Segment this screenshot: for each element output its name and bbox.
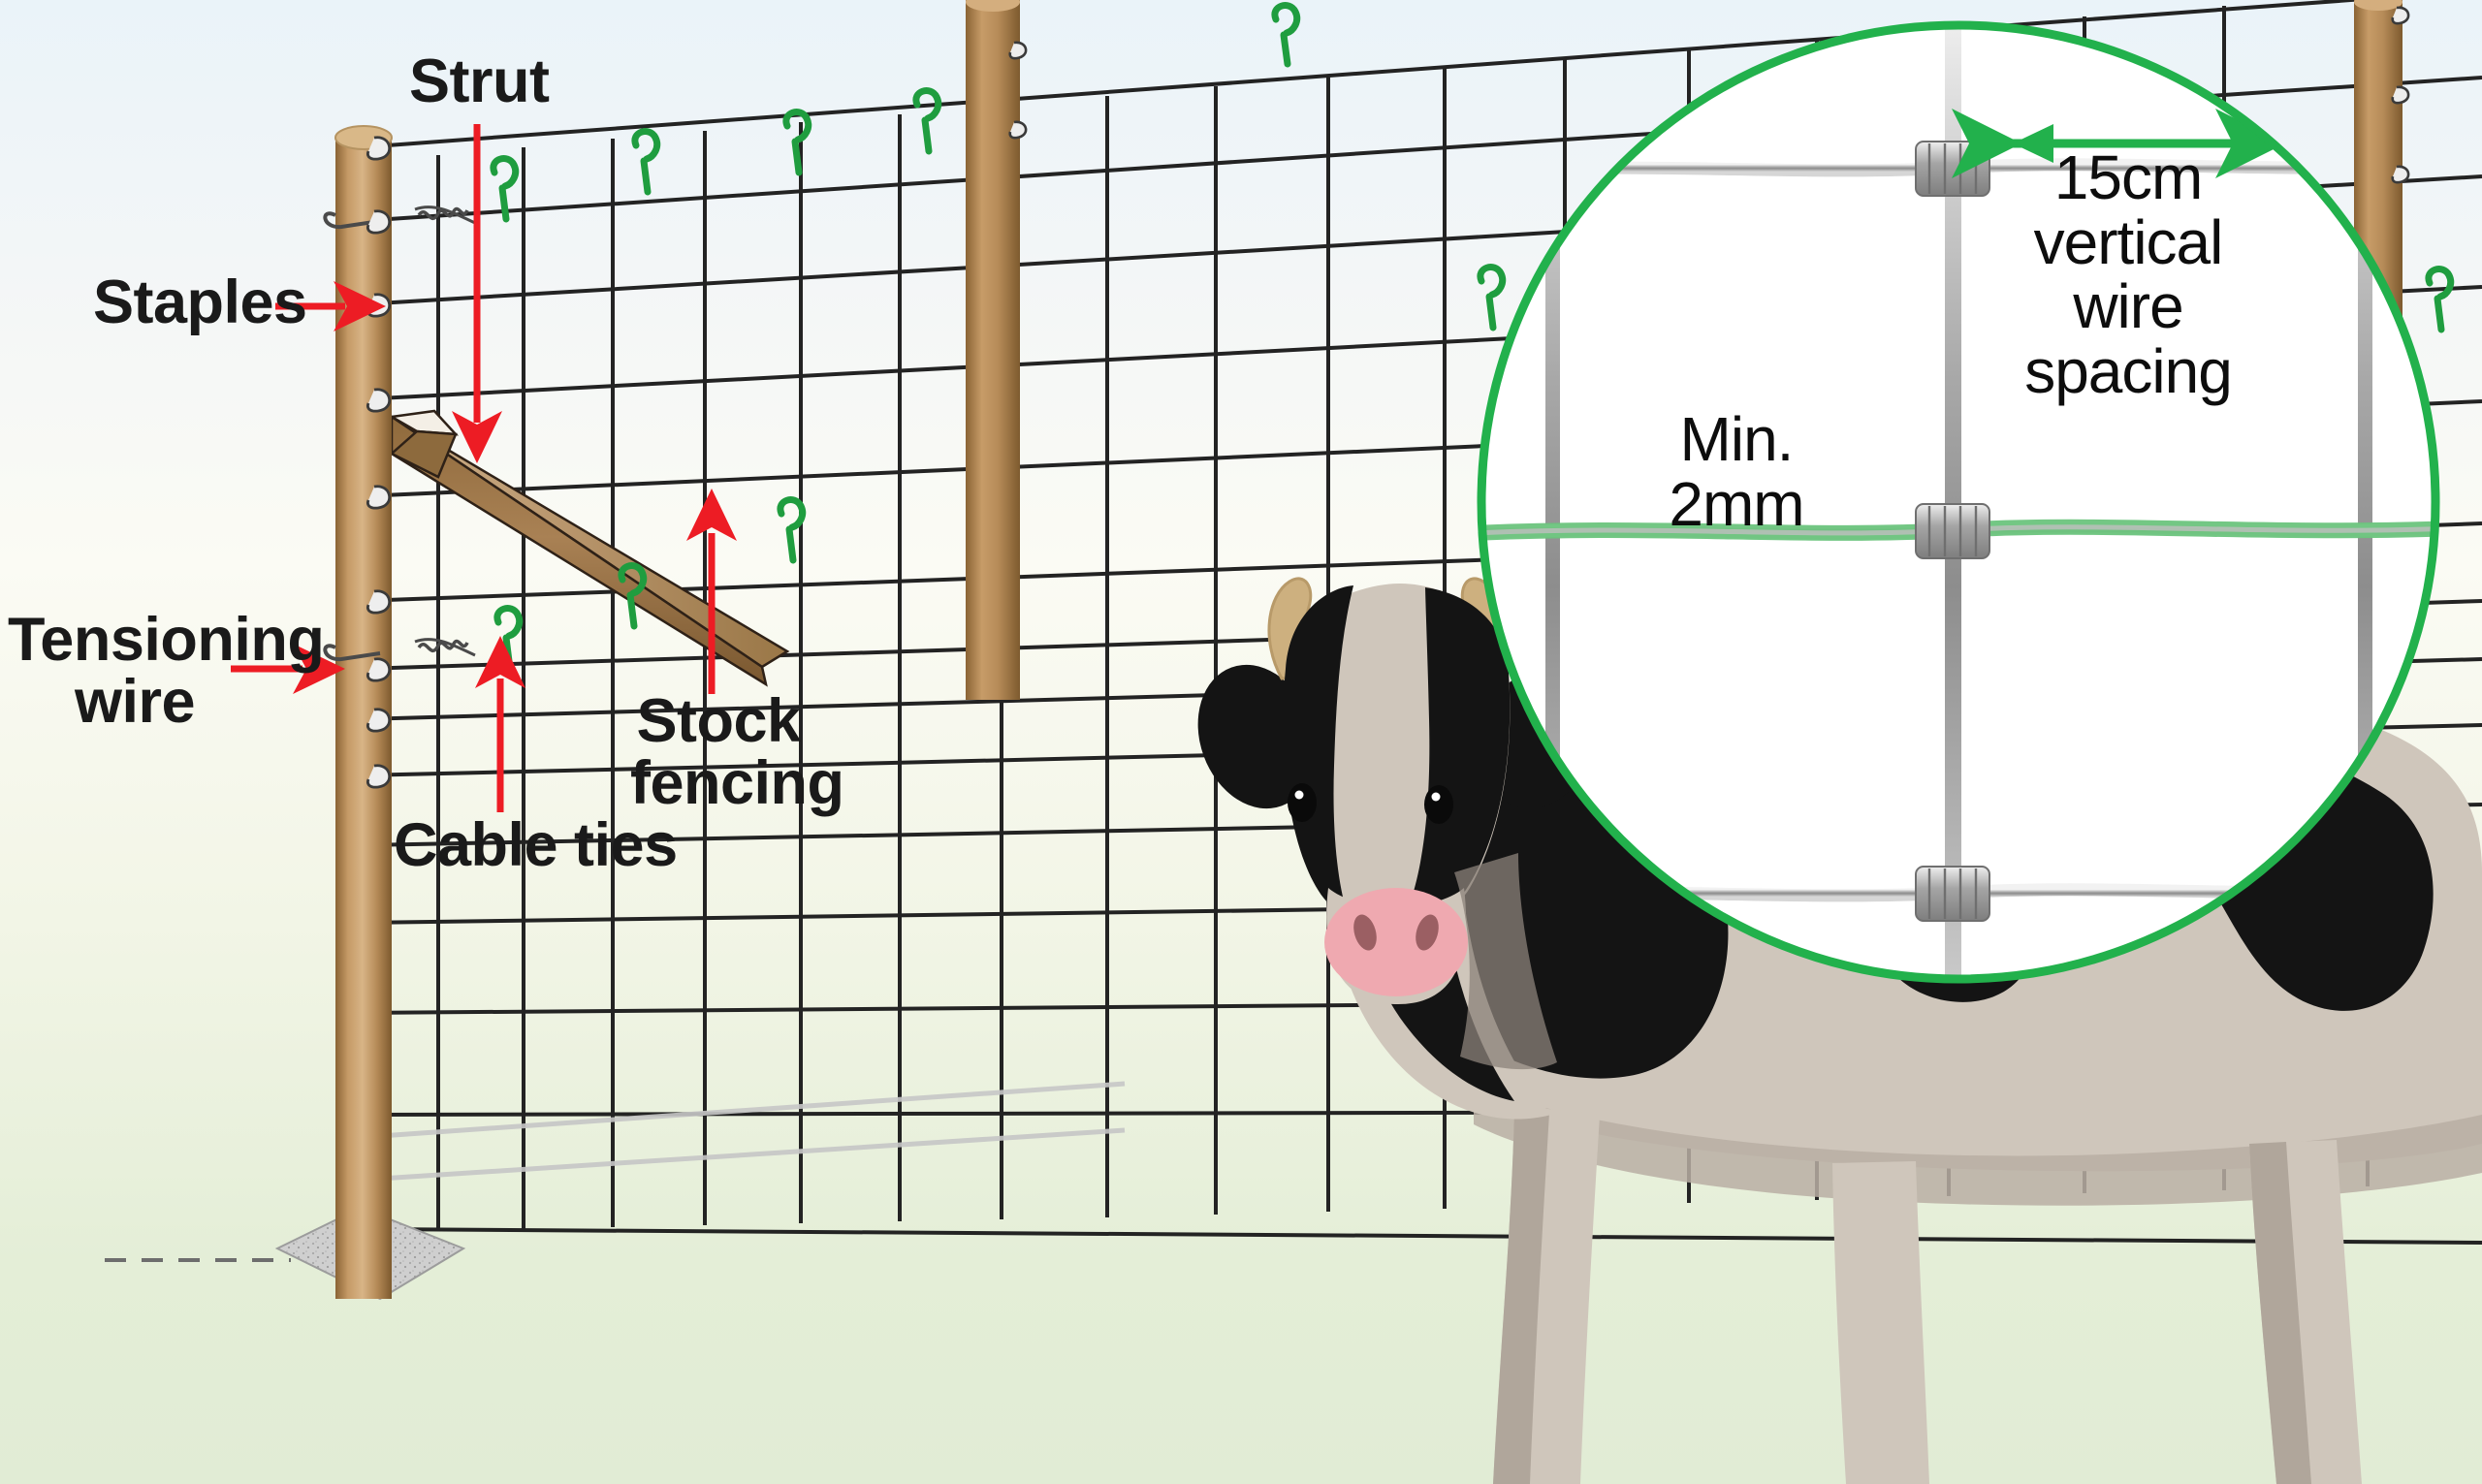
label-staples: Staples <box>93 268 307 336</box>
callout-wire-gauge: Min. 2mm <box>1669 404 1804 539</box>
staples-straining-post <box>366 136 391 789</box>
leader-tensioning-wire <box>231 644 345 694</box>
leader-staples <box>275 281 386 332</box>
label-strut: Strut <box>409 47 550 115</box>
staples-mid-posts <box>1008 6 2410 184</box>
label-tensioning-wire: Tensioning wire <box>8 606 325 737</box>
leader-strut <box>452 124 502 463</box>
tensioning-wire <box>323 205 476 662</box>
leader-stock-fencing <box>686 489 737 694</box>
lower-guide-wires <box>379 1081 1126 1182</box>
cable-ties <box>490 2 2455 673</box>
spacing-dimension-arrow <box>1952 109 2285 178</box>
cow-head <box>1197 577 1599 1004</box>
label-cable-ties: Cable ties <box>394 811 678 879</box>
cow-legs <box>1493 1105 2362 1484</box>
fence-post-mid-1 <box>966 0 1020 700</box>
leader-lines <box>231 124 737 812</box>
strut-timber <box>388 409 790 687</box>
callout-wire-spacing: 15cm vertical wire spacing <box>2024 142 2233 406</box>
label-stock-fencing: Stock fencing <box>630 687 844 818</box>
leader-cable-ties <box>475 636 525 812</box>
